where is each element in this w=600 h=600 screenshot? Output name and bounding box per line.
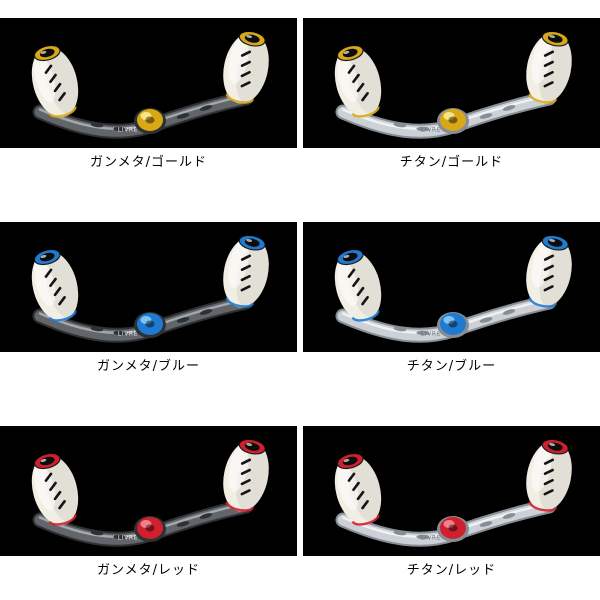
product-card: ガンメタ/ブルー [0, 222, 297, 376]
product-card: チタン/ゴールド [303, 18, 600, 172]
handle-illustration [303, 426, 600, 556]
product-photo [0, 426, 297, 556]
product-caption: ガンメタ/レッド [0, 556, 297, 580]
product-caption: チタン/ゴールド [303, 148, 600, 172]
product-photo [0, 222, 297, 352]
product-caption: ガンメタ/ゴールド [0, 148, 297, 172]
product-photo [303, 426, 600, 556]
handle-illustration [303, 222, 600, 352]
product-grid: ガンメタ/ゴールド チタン/ゴールド ガンメタ/ブルー チタン/ブルー ガンメタ [0, 18, 600, 580]
product-photo [0, 18, 297, 148]
product-caption: チタン/ブルー [303, 352, 600, 376]
product-photo [303, 222, 600, 352]
handle-illustration [0, 18, 297, 148]
handle-illustration [303, 18, 600, 148]
product-card: ガンメタ/ゴールド [0, 18, 297, 172]
product-caption: チタン/レッド [303, 556, 600, 580]
product-card: チタン/レッド [303, 426, 600, 580]
product-photo [303, 18, 600, 148]
handle-illustration [0, 426, 297, 556]
product-card: ガンメタ/レッド [0, 426, 297, 580]
handle-illustration [0, 222, 297, 352]
product-caption: ガンメタ/ブルー [0, 352, 297, 376]
product-card: チタン/ブルー [303, 222, 600, 376]
